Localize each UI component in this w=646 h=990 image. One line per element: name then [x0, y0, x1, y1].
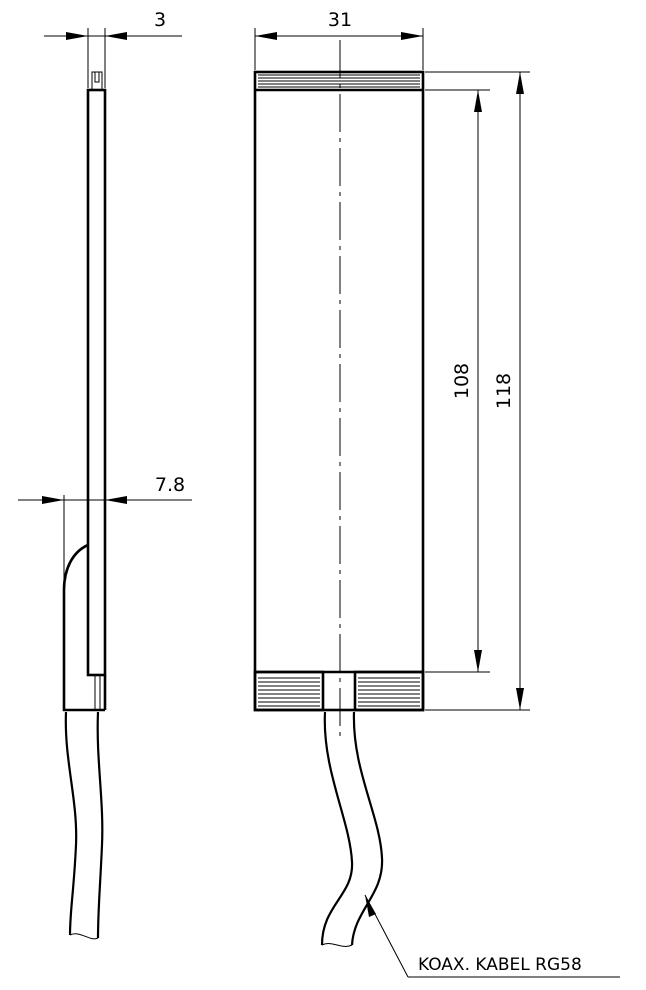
- front-bottom-thread-lines: [258, 677, 420, 707]
- dim-78-text: 7.8: [155, 474, 185, 496]
- side-view: [62, 71, 107, 940]
- front-top-thread: [258, 74, 420, 88]
- side-top-pin-tip: [94, 71, 100, 83]
- side-cable-right: [96, 711, 104, 939]
- callout-arrow: [365, 895, 376, 917]
- side-cable-end: [69, 933, 99, 940]
- front-view: [253, 40, 425, 947]
- cable-label: KOAX. KABEL RG58: [418, 955, 582, 975]
- dim-front-width: 31: [254, 9, 424, 70]
- front-cable-left: [320, 711, 354, 946]
- dim-108-arrow-top: [474, 90, 482, 112]
- dim-78-arrow-left: [42, 496, 64, 504]
- dim-78-arrow-right: [105, 496, 127, 504]
- dim-31-text: 31: [328, 9, 352, 31]
- dim-108-arrow-bottom: [474, 650, 482, 672]
- dim-108-text: 108: [451, 363, 473, 399]
- dim-31-arrow-left: [255, 32, 277, 40]
- front-housing: [253, 70, 425, 712]
- dim-side-offset: 7.8: [18, 474, 192, 590]
- dim-3-text: 3: [154, 9, 166, 31]
- dim-side-thickness: 3: [44, 9, 182, 88]
- dim-118-text: 118: [493, 373, 515, 409]
- front-thread-left: [253, 670, 325, 712]
- side-cable-left: [64, 711, 78, 936]
- dim-118-arrow-top: [516, 72, 524, 94]
- dim-3-arrow-right: [105, 32, 127, 40]
- cable-callout: KOAX. KABEL RG58: [364, 894, 620, 978]
- dim-118-arrow-bottom: [516, 688, 524, 710]
- front-cable-right: [350, 711, 384, 946]
- front-cable-end: [321, 943, 353, 947]
- dim-total-height: 118: [425, 71, 530, 711]
- dim-inner-height: 108: [425, 89, 490, 673]
- side-top-pin: [91, 71, 103, 91]
- dim-3-arrow-left: [66, 32, 88, 40]
- dim-31-arrow-right: [401, 32, 423, 40]
- side-body: [86, 88, 107, 677]
- front-thread-right: [353, 670, 425, 712]
- side-gland-outline: [62, 543, 105, 712]
